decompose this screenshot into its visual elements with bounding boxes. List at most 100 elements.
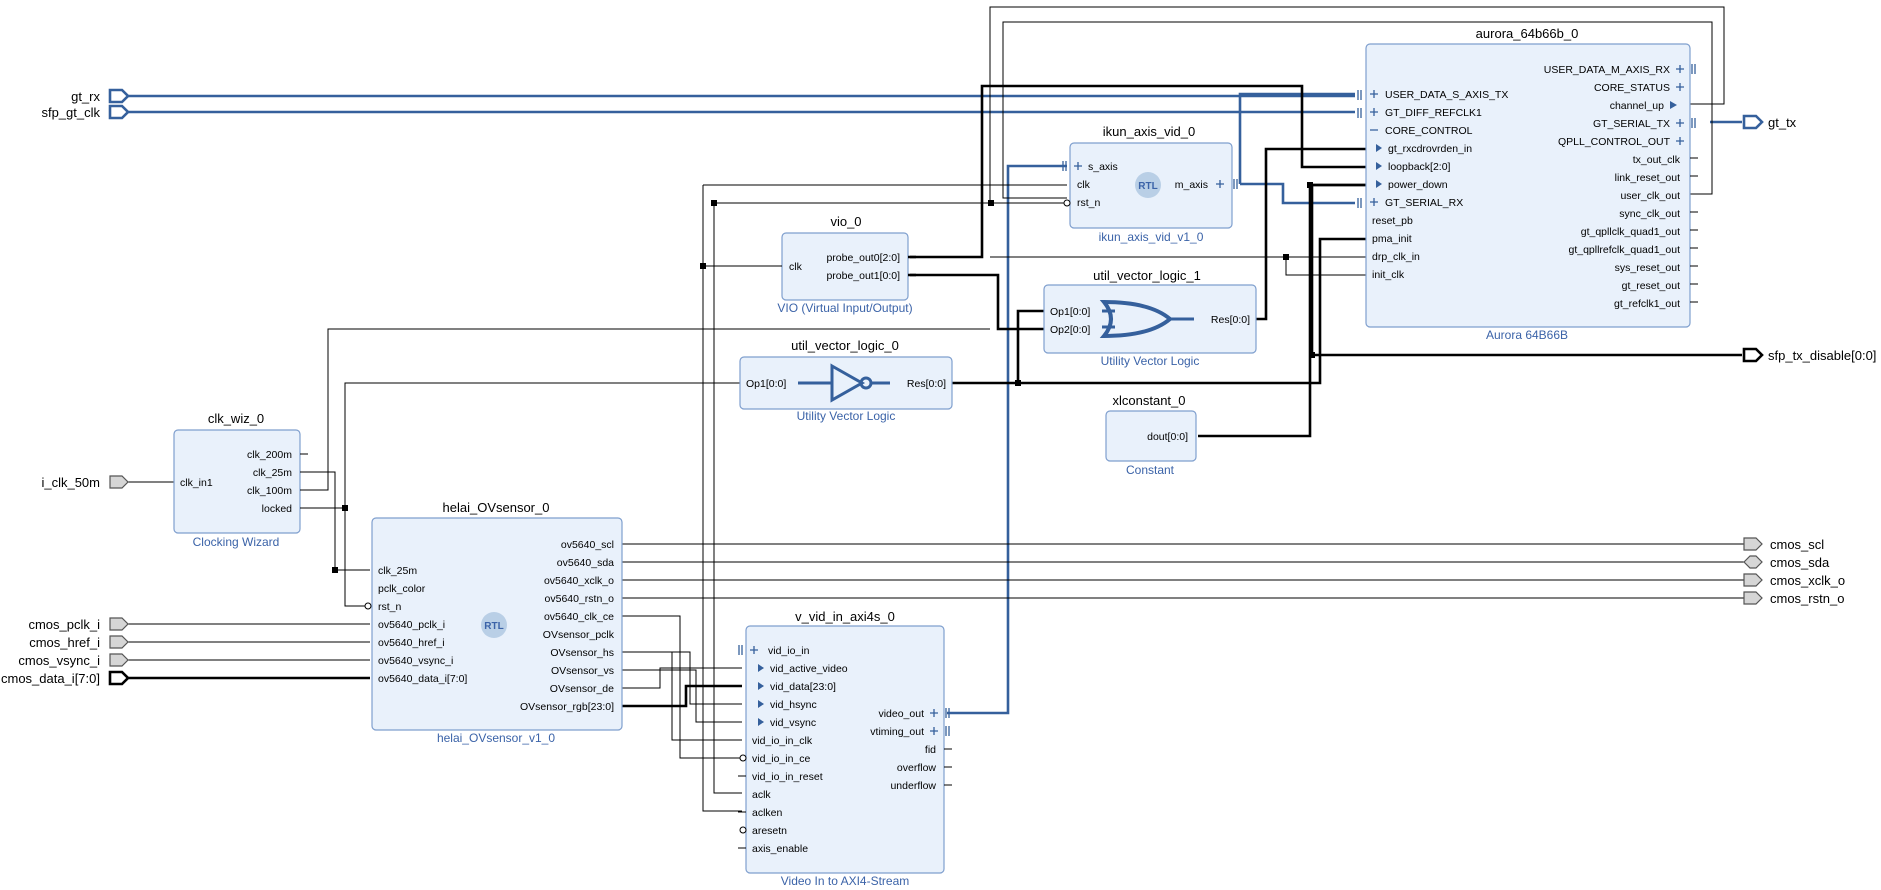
svg-text:ikun_axis_vid_0: ikun_axis_vid_0 xyxy=(1103,124,1196,139)
svg-text:USER_DATA_M_AXIS_RX: USER_DATA_M_AXIS_RX xyxy=(1544,64,1670,76)
port-cmos-data-i[interactable]: cmos_data_i[7:0] xyxy=(1,670,130,686)
svg-text:sync_clk_out: sync_clk_out xyxy=(1619,208,1680,220)
port-gt-rx[interactable]: gt_rx xyxy=(71,88,130,104)
port-cmos-scl[interactable]: cmos_scl xyxy=(1743,537,1824,552)
net-clk-ce[interactable] xyxy=(622,615,742,759)
svg-text:GT_SERIAL_TX: GT_SERIAL_TX xyxy=(1593,118,1670,130)
net-video-out[interactable] xyxy=(947,164,1067,715)
svg-text:m_axis: m_axis xyxy=(1175,179,1208,191)
svg-text:probe_out0[2:0]: probe_out0[2:0] xyxy=(826,252,900,264)
svg-text:gt_refclk1_out: gt_refclk1_out xyxy=(1614,298,1680,310)
svg-text:Op2[0:0]: Op2[0:0] xyxy=(1050,324,1090,336)
svg-text:rst_n: rst_n xyxy=(378,601,402,613)
port-cmos-xclk-o[interactable]: cmos_xclk_o xyxy=(1743,573,1845,588)
svg-text:v_vid_in_axi4s_0: v_vid_in_axi4s_0 xyxy=(795,609,895,624)
net-init-clk[interactable] xyxy=(1285,257,1366,276)
block-aurora[interactable]: aurora_64b66b_0 Aurora 64B66B USER_DATA_… xyxy=(1357,26,1698,342)
svg-text:channel_up: channel_up xyxy=(1610,100,1664,112)
svg-text:vid_io_in_reset: vid_io_in_reset xyxy=(752,771,823,783)
block-clk-wiz[interactable]: clk_wiz_0 Clocking Wizard clk_in1 clk_20… xyxy=(173,411,308,549)
svg-text:vtiming_out: vtiming_out xyxy=(870,726,924,738)
svg-text:RTL: RTL xyxy=(484,621,503,632)
svg-text:cmos_rstn_o: cmos_rstn_o xyxy=(1770,591,1844,606)
svg-text:s_axis: s_axis xyxy=(1088,161,1118,173)
port-i-clk-50m[interactable]: i_clk_50m xyxy=(41,475,129,490)
port-sfp-tx-disable[interactable]: sfp_tx_disable[0:0] xyxy=(1742,347,1876,363)
net-m-axis-to-serial-rx[interactable] xyxy=(1240,182,1355,205)
svg-text:clk_25m: clk_25m xyxy=(378,565,417,577)
net-user-clk[interactable] xyxy=(1002,21,1713,199)
svg-text:Op1[0:0]: Op1[0:0] xyxy=(746,378,786,390)
svg-text:aresetn: aresetn xyxy=(752,825,787,837)
net-probe-out1[interactable] xyxy=(910,273,1044,331)
svg-text:Video In to AXI4-Stream: Video In to AXI4-Stream xyxy=(781,874,910,888)
net-ext-to-aurora-top[interactable] xyxy=(989,6,1725,203)
aurora-left-pins: USER_DATA_S_AXIS_TX GT_DIFF_REFCLK1 CORE… xyxy=(1357,89,1508,281)
block-v-vid-in-axi4s[interactable]: v_vid_in_axi4s_0 Video In to AXI4-Stream… xyxy=(738,609,952,888)
port-cmos-pclk-i[interactable]: cmos_pclk_i xyxy=(28,617,129,632)
net-de[interactable] xyxy=(622,667,742,689)
net-uvl1-op1-src[interactable] xyxy=(1016,309,1044,383)
block-helai-ovsensor[interactable]: helai_OVsensor_0 helai_OVsensor_v1_0 clk… xyxy=(364,500,623,745)
svg-text:ov5640_pclk_i: ov5640_pclk_i xyxy=(378,619,445,631)
net-vs[interactable] xyxy=(622,669,742,723)
svg-text:sfp_gt_clk: sfp_gt_clk xyxy=(41,105,100,120)
block-vio[interactable]: vio_0 VIO (Virtual Input/Output) clk pro… xyxy=(776,214,916,315)
svg-text:ov5640_xclk_o: ov5640_xclk_o xyxy=(544,575,614,587)
svg-text:gt_qpllrefclk_quad1_out: gt_qpllrefclk_quad1_out xyxy=(1568,244,1680,256)
block-ikun-axis-vid[interactable]: ikun_axis_vid_0 ikun_axis_vid_v1_0 s_axi… xyxy=(1062,124,1238,244)
net-m-axis-to-user-tx[interactable] xyxy=(1238,92,1355,184)
net-uvl0-res[interactable] xyxy=(952,237,1366,385)
svg-text:rst_n: rst_n xyxy=(1077,197,1101,209)
svg-text:util_vector_logic_0: util_vector_logic_0 xyxy=(791,338,899,353)
net-locked-uvl0[interactable] xyxy=(344,382,740,508)
svg-text:vid_vsync: vid_vsync xyxy=(770,717,816,729)
svg-text:aclken: aclken xyxy=(752,807,783,819)
svg-text:i_clk_50m: i_clk_50m xyxy=(41,475,100,490)
svg-text:gt_tx: gt_tx xyxy=(1768,115,1797,130)
svg-text:fid: fid xyxy=(925,744,936,756)
or-gate-icon xyxy=(1099,299,1194,339)
net-pclk-clk[interactable] xyxy=(622,651,742,741)
svg-text:cmos_vsync_i: cmos_vsync_i xyxy=(18,653,100,668)
svg-text:ikun_axis_vid_v1_0: ikun_axis_vid_v1_0 xyxy=(1099,230,1204,244)
net-clk-bus-v[interactable] xyxy=(702,185,742,812)
block-util-vector-logic-1[interactable]: util_vector_logic_1 Utility Vector Logic… xyxy=(1043,268,1257,368)
svg-text:ov5640_href_i: ov5640_href_i xyxy=(378,637,445,649)
svg-text:ov5640_scl: ov5640_scl xyxy=(561,539,614,551)
net-vvid-aclk[interactable] xyxy=(713,203,742,794)
vvid-right-pins: video_out vtiming_out fid overflow under… xyxy=(870,708,952,792)
svg-text:cmos_scl: cmos_scl xyxy=(1770,537,1824,552)
svg-text:probe_out1[0:0]: probe_out1[0:0] xyxy=(826,270,900,282)
svg-text:Res[0:0]: Res[0:0] xyxy=(1211,314,1250,326)
net-uvl1-res[interactable] xyxy=(1256,147,1366,321)
svg-text:ov5640_rstn_o: ov5640_rstn_o xyxy=(545,593,615,605)
svg-text:OVsensor_hs: OVsensor_hs xyxy=(550,647,614,659)
net-probe-out0[interactable] xyxy=(910,84,1366,259)
net-hs[interactable] xyxy=(622,651,742,705)
svg-text:Clocking Wizard: Clocking Wizard xyxy=(193,535,280,549)
net-locked[interactable] xyxy=(308,507,370,607)
net-rgb[interactable] xyxy=(622,684,742,708)
port-cmos-sda[interactable]: cmos_sda xyxy=(1743,555,1830,570)
svg-text:ov5640_vsync_i: ov5640_vsync_i xyxy=(378,655,453,667)
port-sfp-gt-clk[interactable]: sfp_gt_clk xyxy=(41,104,130,120)
port-cmos-rstn-o[interactable]: cmos_rstn_o xyxy=(1743,591,1844,606)
svg-text:cmos_data_i[7:0]: cmos_data_i[7:0] xyxy=(1,671,100,686)
svg-text:gt_rxcdrovrden_in: gt_rxcdrovrden_in xyxy=(1388,143,1472,155)
net-clk-25m[interactable] xyxy=(308,471,370,571)
block-util-vector-logic-0[interactable]: util_vector_logic_0 Utility Vector Logic… xyxy=(739,338,953,423)
svg-text:USER_DATA_S_AXIS_TX: USER_DATA_S_AXIS_TX xyxy=(1385,89,1508,101)
net-clk-100m[interactable] xyxy=(308,328,990,491)
port-gt-tx[interactable]: gt_tx xyxy=(1742,114,1797,130)
svg-text:axis_enable: axis_enable xyxy=(752,843,808,855)
block-xlconstant[interactable]: xlconstant_0 Constant dout[0:0] xyxy=(1105,393,1197,477)
svg-text:Utility Vector Logic: Utility Vector Logic xyxy=(1101,354,1200,368)
vvid-left-pins: vid_io_in vid_active_video vid_data[23:0… xyxy=(738,645,848,855)
port-cmos-href-i[interactable]: cmos_href_i xyxy=(29,635,129,650)
svg-text:Utility Vector Logic: Utility Vector Logic xyxy=(797,409,896,423)
rtl-badge-icon: RTL xyxy=(1135,172,1161,198)
svg-text:clk: clk xyxy=(1077,179,1091,191)
port-cmos-vsync-i[interactable]: cmos_vsync_i xyxy=(18,653,129,668)
